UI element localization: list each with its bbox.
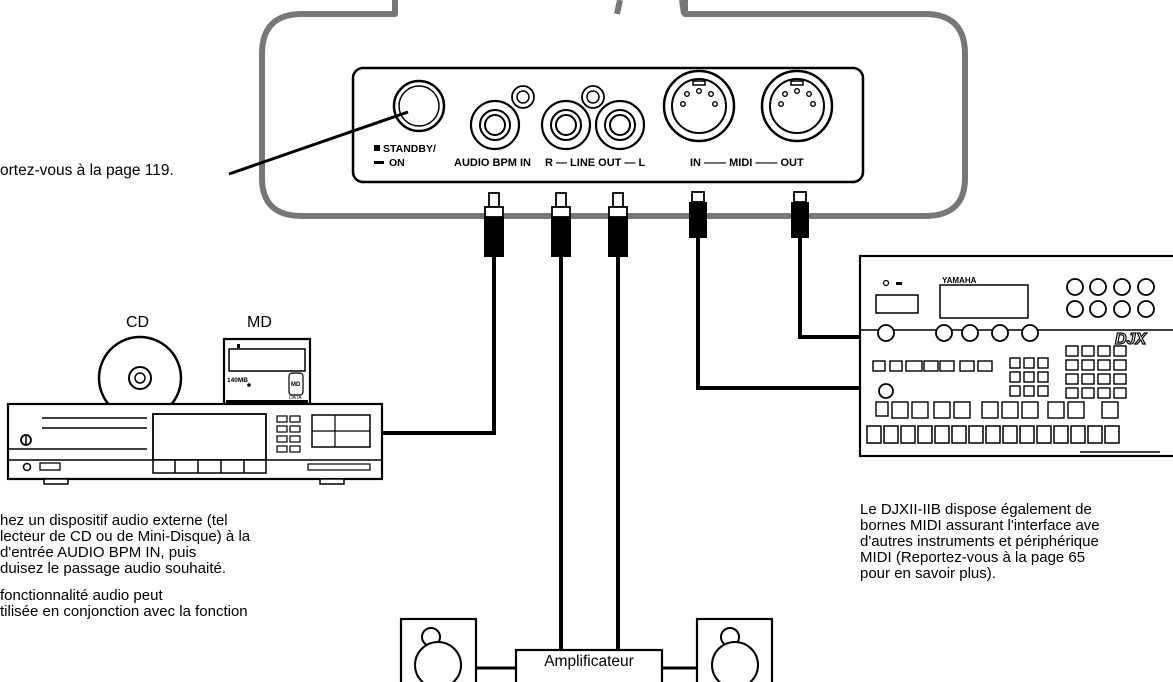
midi-out-port[interactable] (760, 69, 834, 143)
line-out-l-jack[interactable] (594, 99, 646, 151)
rca-plug-line-l (608, 192, 628, 257)
speaker-left (399, 617, 478, 682)
line-out-r-jack[interactable] (540, 99, 592, 151)
midi-plug-out (791, 191, 809, 238)
md-label: MD (247, 314, 272, 331)
on-label: ON (389, 157, 405, 169)
midi-label: IN —— MIDI —— OUT (690, 157, 804, 169)
audio-bpm-in-jack[interactable] (469, 99, 521, 151)
md-data-label: DATA (289, 395, 302, 401)
midi-plug-in (689, 191, 707, 238)
left-text-line: duisez le passage audio souhaité. (0, 560, 226, 577)
right-text-line: pour en savoir plus). (860, 565, 996, 582)
md-capacity-label: 140MB (227, 377, 248, 384)
right-text-line: MIDI (Reportez-vous à la page 65 (860, 549, 1086, 566)
djx-buttons (872, 345, 1127, 419)
djx-brand-label: YAMAHA (942, 276, 977, 285)
line-out-label: R — LINE OUT — L (545, 157, 646, 169)
djx-logo: DJX (1115, 331, 1147, 348)
audio-bpm-in-label: AUDIO BPM IN (454, 157, 531, 169)
djx-knobs (877, 278, 1155, 399)
callout-leader-line (228, 110, 409, 176)
amplifier-box (514, 648, 664, 682)
mount-screw (581, 85, 605, 109)
md-logo: MD (291, 382, 301, 388)
right-text-line: bornes MIDI assurant l'interface ave (860, 517, 1100, 534)
left-text-line: lecteur de CD ou de Mini-Disque) à la (0, 528, 251, 545)
speaker-right (695, 617, 774, 682)
cd-label: CD (126, 314, 149, 331)
rca-plug-audio (484, 192, 504, 257)
cd-player (6, 402, 384, 485)
standby-on-button[interactable] (392, 79, 446, 133)
standby-label: STANDBY/ (383, 143, 436, 155)
left-text-line: hez un dispositif audio externe (tel (0, 512, 228, 529)
right-text-line: d'autres instruments et périphérique (860, 533, 1099, 550)
left-text-line: fonctionnalité audio peut (0, 587, 163, 604)
left-text-line: d'entrée AUDIO BPM IN, puis (0, 544, 197, 561)
left-text-line: tilisée en conjonction avec la fonction (0, 603, 248, 620)
callout-power-text: ortez-vous à la page 119. (0, 162, 174, 179)
mount-screw (511, 85, 535, 109)
rca-plug-line-r (551, 192, 571, 257)
midi-in-port[interactable] (662, 69, 736, 143)
djx-pads (866, 425, 1120, 444)
cables (381, 238, 860, 650)
amplifier-label: Amplificateur (544, 653, 634, 670)
right-text-line: Le DJXII-IIB dispose également de (860, 501, 1092, 518)
